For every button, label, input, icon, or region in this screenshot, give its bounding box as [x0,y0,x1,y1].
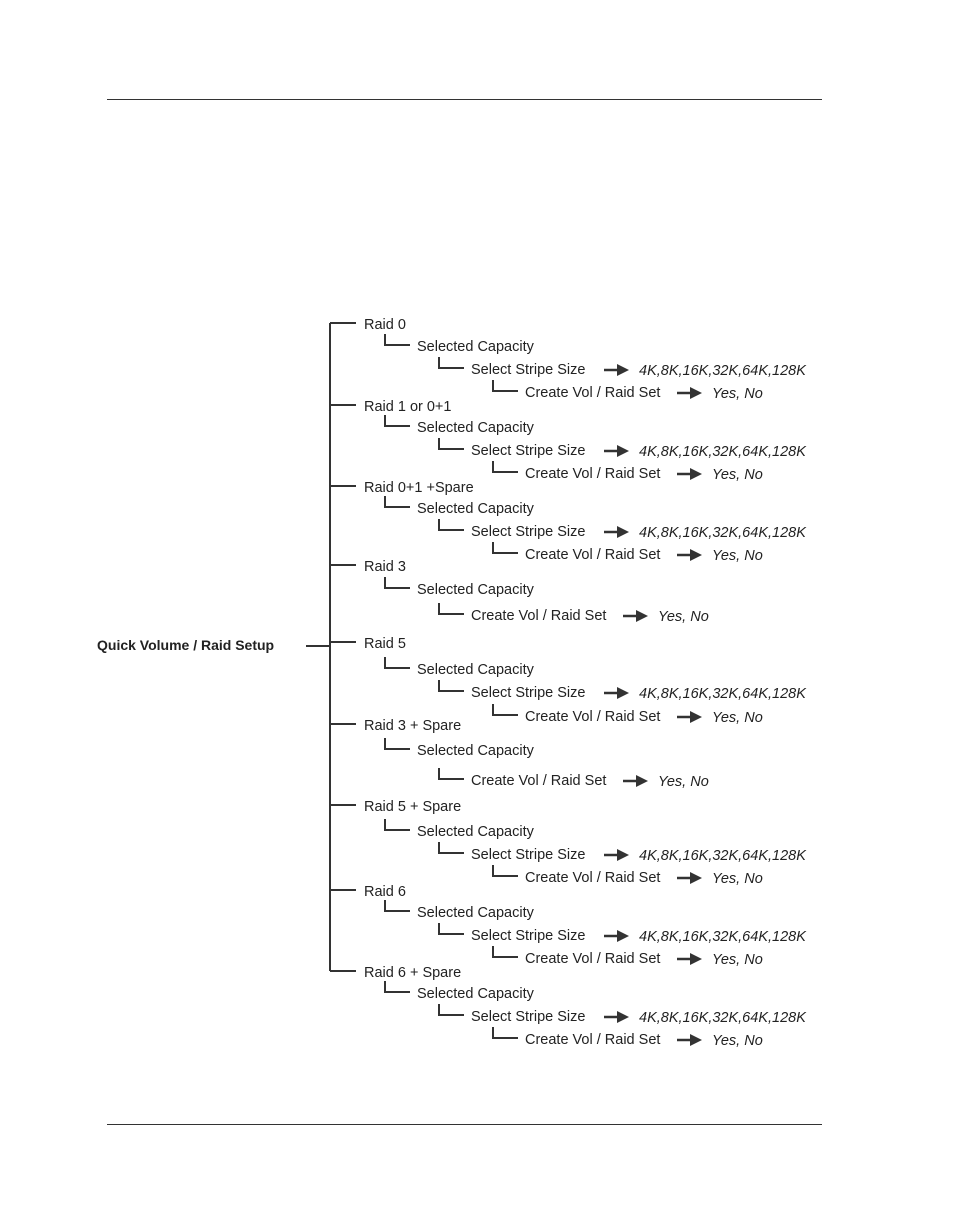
raid-level-label: Raid 0 [364,317,406,333]
create-connector [438,768,464,780]
stripe-connector [438,842,464,854]
raid-level-label: Raid 6 [364,884,406,900]
raid-level-label: Raid 3 + Spare [364,718,461,734]
raid-level-label: Raid 1 or 0+1 [364,399,451,415]
create-connector [492,704,518,716]
stripe-options: 4K,8K,16K,32K,64K,128K [639,929,807,945]
raid-level-label: Raid 6 + Spare [364,965,461,981]
create-arrow-icon [677,387,702,399]
stripe-connector [438,438,464,450]
capacity-connector [384,819,410,831]
stripe-size-label: Select Stripe Size [471,847,585,863]
stripe-connector [438,357,464,369]
create-options: Yes, No [712,386,763,402]
create-arrow-icon [677,711,702,723]
top-rule [107,99,822,100]
capacity-label: Selected Capacity [417,662,535,678]
raid-level-label: Raid 5 + Spare [364,799,461,815]
create-vol-label: Create Vol / Raid Set [471,773,606,789]
create-options: Yes, No [712,710,763,726]
create-vol-label: Create Vol / Raid Set [525,547,660,563]
create-vol-label: Create Vol / Raid Set [525,385,660,401]
bottom-rule [107,1124,822,1125]
create-vol-label: Create Vol / Raid Set [525,1032,660,1048]
stripe-arrow-icon [604,849,629,861]
capacity-label: Selected Capacity [417,905,535,921]
create-options: Yes, No [712,871,763,887]
stripe-options: 4K,8K,16K,32K,64K,128K [639,686,807,702]
stripe-size-label: Select Stripe Size [471,524,585,540]
stripe-arrow-icon [604,1011,629,1023]
capacity-label: Selected Capacity [417,339,535,355]
create-options: Yes, No [712,467,763,483]
create-options: Yes, No [658,609,709,625]
create-vol-label: Create Vol / Raid Set [525,466,660,482]
create-arrow-icon [677,953,702,965]
stripe-connector [438,680,464,692]
create-arrow-icon [623,610,648,622]
create-connector [492,542,518,554]
raid-level-label: Raid 3 [364,559,406,575]
stripe-options: 4K,8K,16K,32K,64K,128K [639,363,807,379]
capacity-label: Selected Capacity [417,501,535,517]
create-connector [438,603,464,615]
create-arrow-icon [677,1034,702,1046]
create-connector [492,946,518,958]
capacity-connector [384,415,410,427]
create-options: Yes, No [712,952,763,968]
stripe-size-label: Select Stripe Size [471,928,585,944]
stripe-options: 4K,8K,16K,32K,64K,128K [639,1010,807,1026]
capacity-connector [384,981,410,993]
stripe-options: 4K,8K,16K,32K,64K,128K [639,525,807,541]
create-connector [492,380,518,392]
stripe-connector [438,1004,464,1016]
create-connector [492,461,518,473]
stripe-arrow-icon [604,526,629,538]
create-arrow-icon [677,549,702,561]
raid-level-label: Raid 5 [364,636,406,652]
create-options: Yes, No [712,1033,763,1049]
stripe-connector [438,923,464,935]
stripe-arrow-icon [604,364,629,376]
stripe-arrow-icon [604,687,629,699]
create-connector [492,1027,518,1039]
stripe-arrow-icon [604,930,629,942]
stripe-size-label: Select Stripe Size [471,685,585,701]
create-vol-label: Create Vol / Raid Set [525,870,660,886]
stripe-size-label: Select Stripe Size [471,362,585,378]
create-vol-label: Create Vol / Raid Set [525,709,660,725]
stripe-size-label: Select Stripe Size [471,443,585,459]
create-connector [492,865,518,877]
raid-level-label: Raid 0+1 +Spare [364,480,474,496]
create-arrow-icon [677,872,702,884]
stripe-size-label: Select Stripe Size [471,1009,585,1025]
stripe-options: 4K,8K,16K,32K,64K,128K [639,848,807,864]
capacity-label: Selected Capacity [417,582,535,598]
create-arrow-icon [677,468,702,480]
capacity-connector [384,738,410,750]
tree-connectors [306,322,702,1046]
capacity-connector [384,496,410,508]
capacity-connector [384,657,410,669]
capacity-label: Selected Capacity [417,824,535,840]
create-vol-label: Create Vol / Raid Set [525,951,660,967]
create-options: Yes, No [658,774,709,790]
capacity-label: Selected Capacity [417,420,535,436]
capacity-connector [384,334,410,346]
capacity-connector [384,577,410,589]
create-arrow-icon [623,775,648,787]
stripe-connector [438,519,464,531]
stripe-options: 4K,8K,16K,32K,64K,128K [639,444,807,460]
capacity-label: Selected Capacity [417,743,535,759]
stripe-arrow-icon [604,445,629,457]
capacity-connector [384,900,410,912]
root-label: Quick Volume / Raid Setup [97,637,274,653]
capacity-label: Selected Capacity [417,986,535,1002]
create-options: Yes, No [712,548,763,564]
create-vol-label: Create Vol / Raid Set [471,608,606,624]
